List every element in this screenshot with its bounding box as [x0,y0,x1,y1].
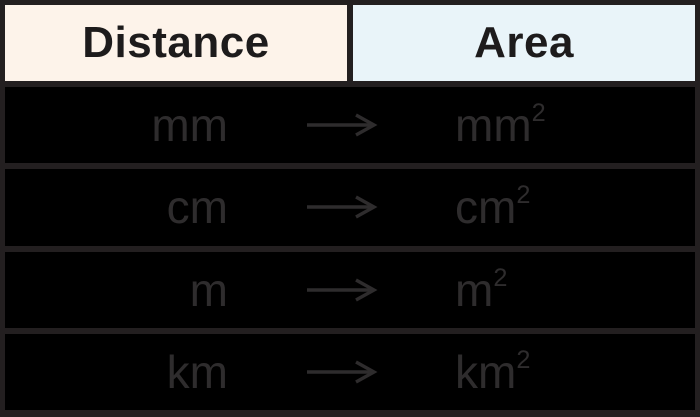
distance-unit: m [189,263,228,316]
area-unit: m2 [455,263,695,317]
distance-unit: mm [151,99,228,152]
header-label-distance: Distance [82,18,270,67]
distance-unit: cm [166,181,228,234]
area-unit: mm2 [455,98,695,152]
header-label-area: Area [474,18,574,67]
right-arrow-icon [228,194,455,220]
right-arrow-icon [228,359,455,385]
area-unit-base: m [455,263,494,316]
area-unit-base: cm [455,181,517,234]
table-row: mm mm2 [5,87,695,164]
area-unit-exponent: 2 [531,99,546,128]
area-unit-exponent: 2 [516,345,531,374]
table-row: m m2 [5,251,695,328]
table-row: cm cm2 [5,169,695,246]
header-cell-distance: Distance [5,5,347,81]
right-arrow-icon [228,112,455,138]
distance-unit: km [166,345,228,398]
table-header-row: Distance Area [5,5,695,81]
area-unit: cm2 [455,180,695,234]
right-arrow-icon [228,277,455,303]
area-unit-base: mm [455,99,532,152]
table-row: km km2 [5,333,695,410]
area-unit: km2 [455,345,695,399]
area-unit-exponent: 2 [516,181,531,210]
header-cell-area: Area [353,5,695,81]
area-unit-base: km [455,345,517,398]
area-unit-exponent: 2 [493,263,508,292]
